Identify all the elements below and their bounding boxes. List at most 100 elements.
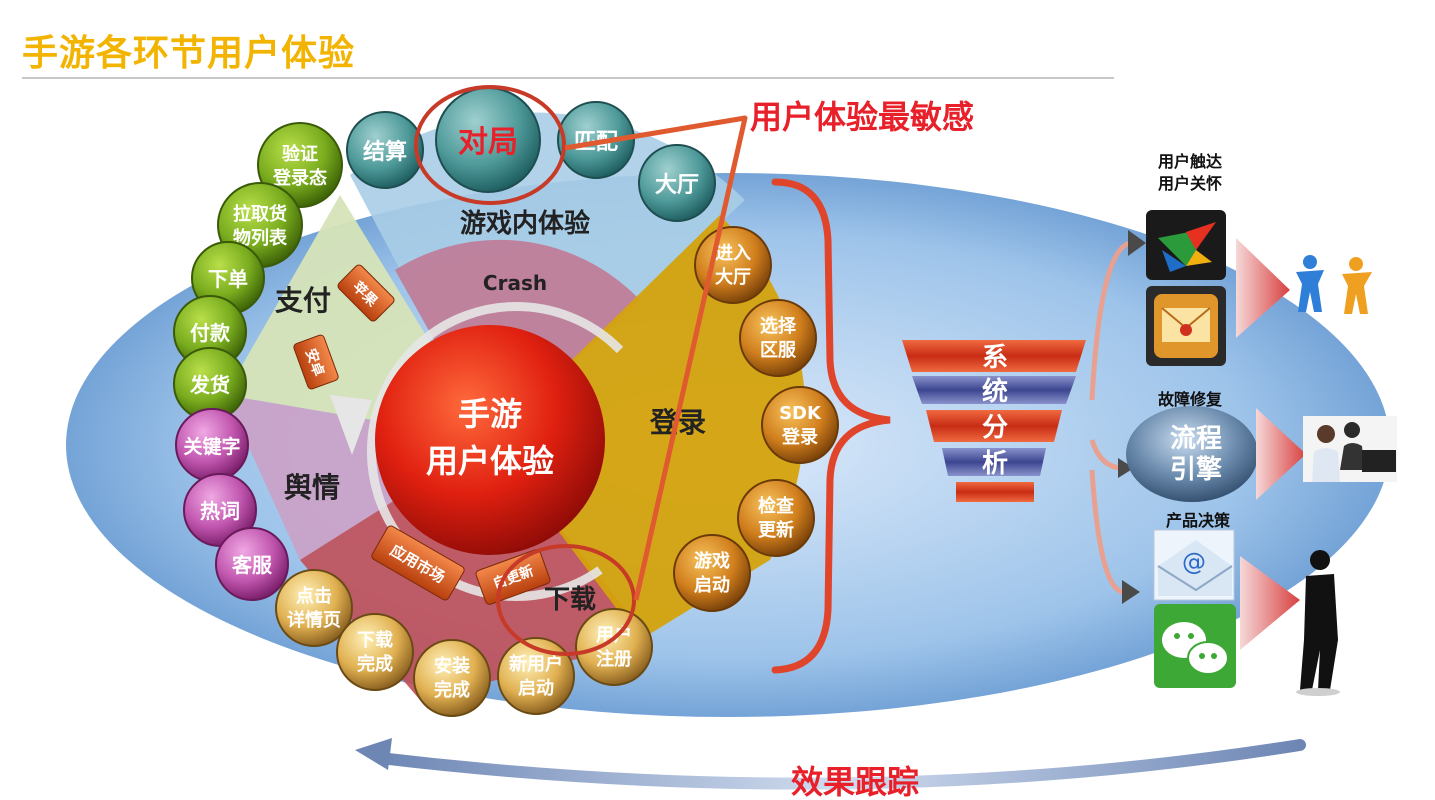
branch-arrow-mid	[1089, 439, 1121, 471]
wedge-arrow-mid	[1256, 408, 1306, 500]
svg-text:游戏: 游戏	[694, 550, 730, 572]
svg-text:客服: 客服	[231, 553, 273, 577]
callout-sensitive: 用户体验最敏感	[750, 98, 974, 136]
svg-text:详情页: 详情页	[287, 609, 341, 631]
bird-app-icon	[1146, 210, 1226, 280]
svg-text:大厅: 大厅	[655, 173, 699, 198]
bubble-download-done: 下载 完成	[336, 613, 414, 691]
svg-text:关键字: 关键字	[183, 435, 240, 458]
branch-arrow-bottom	[1089, 469, 1125, 595]
page-title: 手游各环节用户体验	[22, 33, 356, 74]
label-game: 游戏内体验	[460, 208, 590, 239]
decision-label: 产品决策	[1166, 511, 1231, 530]
wechat-app-icon	[1154, 604, 1236, 688]
svg-text:拉取货: 拉取货	[233, 203, 287, 225]
svg-text:新用户: 新用户	[509, 653, 563, 675]
bubble-user-register: 用户 注册	[575, 608, 653, 686]
curly-brace	[771, 178, 891, 674]
bubble-game-launch: 游戏 启动	[673, 534, 751, 612]
bubble-click-details: 点击 详情页	[275, 569, 353, 647]
branch-arrow-top	[1089, 240, 1131, 401]
callout-tracking: 效果跟踪	[791, 763, 919, 800]
svg-text:完成: 完成	[357, 653, 393, 675]
cycle-arrow-head	[330, 395, 372, 455]
reach-line2: 用户关怀	[1158, 174, 1222, 193]
center-line1: 手游	[458, 395, 522, 433]
users-icon	[1296, 255, 1372, 314]
highlight-battle-oval	[414, 85, 566, 205]
decision-maker-silhouette	[1296, 550, 1340, 696]
svg-text:选择: 选择	[760, 315, 797, 337]
svg-text:结算: 结算	[363, 139, 407, 165]
callout-lines	[564, 115, 748, 601]
tag-self-update: 自更新	[475, 549, 551, 605]
tag-android: 安卓	[293, 334, 339, 390]
bubble-deliver: 发货	[173, 347, 247, 421]
funnel-char-1: 系	[982, 343, 1008, 373]
bubble-settle: 结算	[346, 111, 424, 189]
center-circle	[375, 325, 605, 555]
svg-text:检查: 检查	[758, 495, 794, 517]
svg-text:热词: 热词	[200, 499, 240, 523]
bubble-select-server: 选择 区服	[739, 299, 817, 377]
bubble-lobby: 大厅	[638, 144, 716, 222]
funnel	[902, 340, 1086, 502]
svg-text:登录态: 登录态	[272, 167, 327, 189]
tracking-arc	[374, 739, 1306, 790]
wedge-arrow-bottom	[1240, 556, 1300, 650]
repair-label: 故障修复	[1158, 390, 1223, 409]
tracking-arrow-head	[355, 738, 392, 770]
bubble-check-update: 检查 更新	[737, 479, 815, 557]
bubble-keyword: 关键字	[175, 408, 249, 482]
bubble-match: 匹配	[557, 101, 635, 179]
funnel-char-4: 析	[982, 449, 1008, 479]
svg-text:发货: 发货	[189, 373, 230, 397]
label-crash: Crash	[483, 271, 547, 295]
bubble-battle: 对局	[435, 87, 541, 193]
svg-text:启动: 启动	[518, 677, 554, 699]
branch-arrow-bottom-head	[1122, 580, 1140, 604]
label-payment: 支付	[275, 284, 331, 317]
label-download: 下载	[544, 585, 596, 615]
svg-text:下载: 下载	[357, 629, 393, 651]
bubble-verify-login: 验证 登录态	[257, 122, 343, 208]
wedge-arrow-top	[1236, 238, 1290, 338]
highlight-download-oval	[496, 544, 636, 656]
svg-text:验证: 验证	[282, 143, 318, 165]
bubble-new-user-launch: 新用户 启动	[497, 637, 575, 715]
bubble-install-done: 安装 完成	[413, 639, 491, 717]
svg-text:区服: 区服	[760, 340, 797, 361]
svg-text:SDK: SDK	[779, 403, 822, 424]
reach-line1: 用户触达	[1158, 152, 1222, 171]
svg-text:大厅: 大厅	[715, 266, 751, 288]
svg-text:物列表: 物列表	[233, 227, 288, 249]
svg-text:引擎: 引擎	[1170, 455, 1222, 485]
svg-text:@: @	[1182, 548, 1206, 576]
svg-text:流程: 流程	[1170, 424, 1222, 454]
svg-text:点击: 点击	[296, 585, 332, 607]
title-divider	[22, 77, 1114, 79]
funnel-char-3: 分	[982, 413, 1008, 443]
svg-text:启动: 启动	[694, 574, 730, 596]
mail-app-icon	[1146, 286, 1226, 366]
label-opinion: 舆情	[284, 471, 340, 504]
branch-arrow-mid-head	[1118, 458, 1134, 478]
email-app-icon: @	[1153, 529, 1235, 601]
flow-engine-bubble: 流程 引擎	[1126, 406, 1258, 502]
svg-text:注册: 注册	[596, 648, 632, 670]
svg-text:对局: 对局	[458, 125, 518, 160]
segment-login	[490, 215, 806, 640]
svg-text:付款: 付款	[190, 321, 231, 345]
center-line2: 用户体验	[426, 442, 554, 480]
bubble-customer-service: 客服	[215, 527, 289, 601]
bubble-sdk-login: SDK 登录	[761, 386, 839, 464]
svg-text:完成: 完成	[434, 679, 470, 701]
office-workers-icon	[1303, 416, 1397, 482]
svg-text:进入: 进入	[715, 243, 751, 264]
svg-text:下单: 下单	[208, 267, 248, 291]
svg-text:更新: 更新	[758, 519, 794, 541]
svg-text:登录: 登录	[781, 426, 818, 448]
funnel-char-2: 统	[982, 376, 1008, 407]
svg-text:安装: 安装	[434, 655, 470, 677]
